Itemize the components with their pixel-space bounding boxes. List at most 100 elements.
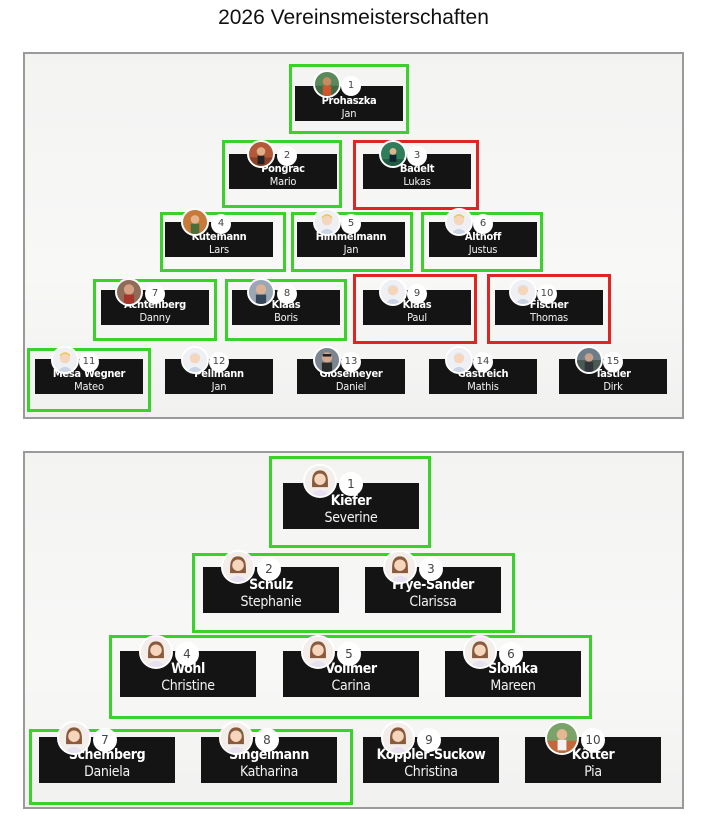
highlight-frame-m5 [291,212,413,272]
player-card-w3[interactable]: Frye-Sander Clarissa [365,567,501,613]
highlight-frame-w2-3 [192,553,515,633]
photo-tennis-icon [181,208,209,236]
rank-badge: 3 [407,146,427,166]
player-first-name: Jan [341,107,357,120]
female-placeholder-icon [57,721,91,755]
rank-badge: 7 [93,728,117,752]
highlight-frame-m11 [27,348,151,412]
men-pyramid-panel: Prohaszka Jan 1 Pongrac Mario 2 Badelt L… [23,52,684,419]
female-placeholder-icon [381,721,415,755]
player-last-name: Pellmann [194,367,244,380]
rank-badge: 4 [211,214,231,234]
rank-badge: 3 [419,557,443,581]
player-first-name: Mario [269,175,297,188]
highlight-frame-w1 [269,456,431,548]
rank-badge: 5 [337,642,361,666]
player-card-m2[interactable]: Pongrac Mario [229,154,337,189]
rank-badge: 10 [537,284,557,304]
player-last-name: Althoff [464,230,502,243]
player-first-name: Katharina [239,764,299,780]
photo-portrait-icon [313,346,341,374]
photo-portrait-icon [247,278,275,306]
rank-badge: 9 [407,284,427,304]
player-last-name: Badelt [399,162,435,175]
female-placeholder-icon [383,550,417,584]
highlight-frame-m1 [289,64,409,134]
women-pyramid-panel: Kiefer Severine 1 Schulz Stephanie 2 Fry… [23,451,684,809]
player-first-name: Carina [331,678,371,694]
rank-badge: 12 [209,352,229,372]
player-last-name: Slomka [488,661,538,677]
rank-badge: 14 [473,352,493,372]
player-last-name: Gastreich [457,367,509,380]
player-first-name: Thomas [529,311,569,324]
player-first-name: Danny [139,311,171,324]
rank-badge: 2 [277,146,297,166]
player-last-name: Schulz [249,577,293,593]
player-first-name: Pia [584,764,602,780]
player-first-name: Mareen [490,678,536,694]
rank-badge: 2 [257,557,281,581]
highlight-frame-m6 [421,212,543,272]
photo-tennis-icon [247,140,275,168]
rank-badge: 15 [603,352,623,372]
male-placeholder-icon [445,346,473,374]
male-placeholder-icon [509,278,537,306]
rank-badge: 7 [145,284,165,304]
highlight-frame-m9 [353,274,477,344]
female-placeholder-icon [219,721,253,755]
player-last-name: Singelmann [229,747,309,763]
player-card-m3[interactable]: Badelt Lukas [363,154,471,189]
female-placeholder-icon [303,464,337,498]
player-first-name: Dirk [603,380,623,393]
player-first-name: Severine [324,510,378,526]
rank-badge: 4 [175,642,199,666]
rank-badge: 6 [473,214,493,234]
photo-outdoor-icon [313,70,341,98]
photo-tennis-icon [545,721,579,755]
player-first-name: Lars [209,243,229,256]
male-placeholder-icon [181,346,209,374]
rank-badge: 6 [499,642,523,666]
player-first-name: Paul [407,311,427,324]
player-last-name: Kötter [571,747,615,763]
player-first-name: Mateo [74,380,104,393]
rank-badge: 8 [277,284,297,304]
player-first-name: Jan [343,243,359,256]
highlight-frame-m8 [225,279,347,341]
player-first-name: Stephanie [240,594,302,610]
player-last-name: Prohaszka [321,94,377,107]
rank-badge: 8 [255,728,279,752]
highlight-frame-m7 [93,279,217,341]
player-first-name: Lukas [403,175,431,188]
player-last-name: Achtenberg [124,298,186,311]
photo-portrait-icon [115,278,143,306]
rank-badge: 13 [341,352,361,372]
female-placeholder-icon [221,550,255,584]
player-first-name: Christina [404,764,458,780]
player-first-name: Christine [161,678,215,694]
player-first-name: Mathis [467,380,499,393]
male-placeholder-icon [379,278,407,306]
player-last-name: Kütemann [191,230,247,243]
player-first-name: Daniela [84,764,130,780]
female-placeholder-icon [463,635,497,669]
highlight-frame-m10 [487,274,611,344]
photo-outdoor-icon [575,346,603,374]
male-blond-placeholder-icon [51,346,79,374]
highlight-frame-m4 [160,212,286,272]
player-last-name: Frye-Sander [392,577,474,593]
rank-badge: 11 [79,352,99,372]
player-first-name: Daniel [335,380,367,393]
page-title: 2026 Vereinsmeisterschaften [218,6,489,29]
player-last-name: Schemberg [68,747,146,763]
highlight-frame-m2 [222,140,342,208]
rank-badge: 1 [339,472,363,496]
female-placeholder-icon [139,635,173,669]
player-first-name: Boris [274,311,298,324]
player-last-name: Pongrac [261,162,305,175]
highlight-frame-m3 [353,140,479,210]
player-first-name: Clarissa [409,594,457,610]
photo-court-icon [379,140,407,168]
player-first-name: Justus [468,243,498,256]
